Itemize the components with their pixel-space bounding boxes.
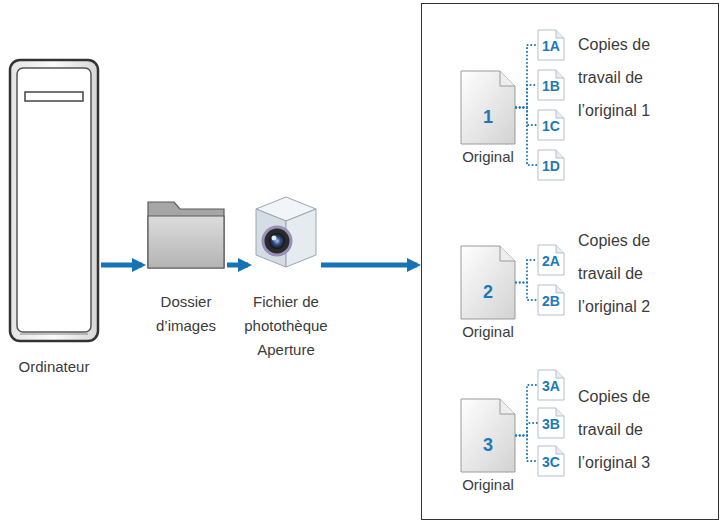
copy-document: 1D [537,149,565,181]
copy-document: 1B [537,69,565,101]
original-document: 2Original [460,245,516,320]
icon-part [556,245,564,253]
icon-part [556,285,564,293]
original-caption: Original [438,320,538,344]
icon-part [538,70,564,100]
icon-part [556,70,564,78]
copy-document: 2B [537,284,565,316]
icon-part [556,30,564,38]
icon-part [269,233,285,249]
folder-illustration [146,198,226,270]
icon-part [538,30,564,60]
copy-document: 3B [537,407,565,439]
copy-number: 1B [537,78,565,94]
aperture-illustration [252,193,320,270]
computer-node: Ordinateur [8,58,100,343]
original-document: 3Original [460,398,516,473]
icon-part [500,399,515,414]
copy-document: 1A [537,29,565,61]
icon-part [256,209,286,267]
icon-caption: Fichier de photothèque Aperture [236,290,336,362]
flow-arrow [321,263,417,268]
original-number: 1 [460,106,516,128]
computer-illustration [8,58,100,343]
copies-note: Copies de travail de l’original 3 [578,380,690,479]
icon-part [263,227,291,255]
icon-part [500,246,515,261]
copy-document: 3C [537,445,565,477]
original-number: 3 [460,434,516,456]
library-node: Fichier de photothèque Aperture [252,193,320,270]
icon-part [538,370,564,400]
folder-node: Dossier d’images [146,198,226,270]
icon-part [556,370,564,378]
icon-part [148,216,224,268]
library-box: 1Original1A1B1C1D2Original2A2B3Original3… [421,3,719,520]
icon-part [461,246,515,319]
icon-part [10,60,98,341]
icon-part [538,110,564,140]
copies-note: Copies de travail de l’original 2 [578,224,690,323]
icon-part [148,202,224,268]
copy-document: 1C [537,109,565,141]
original-caption: Original [438,473,538,497]
icon-caption: Ordinateur [0,355,120,379]
copy-number: 1A [537,38,565,54]
copy-number: 1C [537,118,565,134]
icon-part [25,92,83,101]
icon-part [556,446,564,454]
copy-number: 3B [537,416,565,432]
icon-part [461,399,515,472]
copy-number: 3A [537,378,565,394]
icon-part [461,71,515,144]
icon-part [556,150,564,158]
icon-part [538,408,564,438]
original-number: 2 [460,281,516,303]
icon-part [538,150,564,180]
icon-part [538,245,564,275]
icon-part [272,236,277,241]
copy-number: 3C [537,454,565,470]
copy-number: 2B [537,293,565,309]
copy-number: 2A [537,253,565,269]
icon-part [20,334,88,335]
icon-part [556,110,564,118]
icon-part [538,285,564,315]
icon-part [17,68,91,332]
icon-part [500,71,515,86]
original-document: 1Original [460,70,516,145]
icon-part [538,446,564,476]
copy-document: 2A [537,244,565,276]
original-caption: Original [438,145,538,169]
copy-number: 1D [537,158,565,174]
copies-note: Copies de travail de l’original 1 [578,28,690,127]
copy-document: 3A [537,369,565,401]
flow-arrow [101,263,142,268]
icon-caption: Dossier d’images [136,290,236,338]
icon-part [556,408,564,416]
flow-arrow [227,263,248,268]
